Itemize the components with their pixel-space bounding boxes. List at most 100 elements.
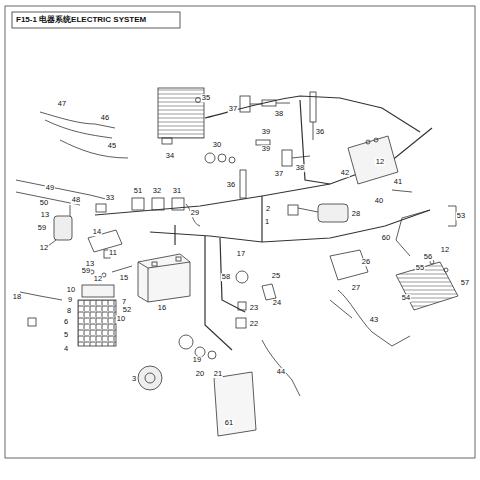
callout-number: 53: [456, 212, 466, 220]
callout-number: 39: [261, 128, 271, 136]
callout-number: 51: [133, 187, 143, 195]
starter-relay: [48, 216, 72, 246]
callout-number: 31: [172, 187, 182, 195]
callout-number: 38: [274, 110, 284, 118]
callout-number: 36: [226, 181, 236, 189]
handlebar-switch: [288, 204, 348, 222]
callout-number: 9: [67, 296, 73, 304]
sensor: [262, 284, 276, 300]
callout-number: 12: [93, 275, 103, 283]
callout-number: 4: [63, 345, 69, 353]
callout-number: 11: [108, 249, 118, 257]
callout-number: 20: [195, 370, 205, 378]
callout-number: 46: [100, 114, 110, 122]
callout-number: 12: [39, 244, 49, 252]
callout-number: 45: [107, 142, 117, 150]
battery: [138, 254, 190, 302]
callout-number: 43: [369, 316, 379, 324]
callout-number: 36: [315, 128, 325, 136]
callout-number: 8: [66, 307, 72, 315]
callout-number: 3: [131, 375, 137, 383]
screw: [196, 98, 201, 103]
callout-number: 27: [351, 284, 361, 292]
callout-number: 50: [39, 199, 49, 207]
callout-number: 37: [228, 105, 238, 113]
wire: [392, 190, 412, 192]
callout-number: 21: [213, 370, 223, 378]
callout-number: 13: [40, 211, 50, 219]
callout-number: 39: [261, 145, 271, 153]
callout-number: 34: [165, 152, 175, 160]
ignition-coils: [240, 92, 316, 198]
callout-number: 42: [340, 169, 350, 177]
callout-number: 25: [271, 272, 281, 280]
callout-number: 17: [236, 250, 246, 258]
callout-number: 14: [92, 228, 102, 236]
callout-number: 22: [249, 320, 259, 328]
callout-number: 2: [265, 205, 271, 213]
wire: [20, 292, 62, 300]
frame: [5, 6, 475, 458]
callout-number: 12: [375, 158, 385, 166]
callout-number: 29: [190, 209, 200, 217]
callout-number: 10: [116, 315, 126, 323]
callout-number: 49: [45, 184, 55, 192]
relays: [96, 198, 200, 226]
callout-number: 24: [272, 299, 282, 307]
cdi-unit: [348, 136, 398, 184]
callout-number: 23: [249, 304, 259, 312]
callout-number: 38: [295, 164, 305, 172]
callout-number: 54: [401, 294, 411, 302]
holder: [214, 372, 256, 436]
callout-number: 15: [119, 274, 129, 282]
harness: [338, 290, 410, 346]
harness: [330, 300, 352, 318]
callout-number: 48: [71, 196, 81, 204]
callout-number: 35: [201, 94, 211, 102]
callout-number: 55: [415, 264, 425, 272]
connector: [238, 302, 246, 310]
callout-number: 26: [361, 258, 371, 266]
callout-number: 32: [152, 187, 162, 195]
callout-number: 59: [81, 267, 91, 275]
horn: [138, 366, 162, 390]
callout-number: 58: [221, 273, 231, 281]
wire: [396, 210, 430, 256]
title-box: [12, 12, 180, 28]
callout-number: 28: [351, 210, 361, 218]
regulator: [158, 88, 204, 138]
clamp: [448, 206, 456, 226]
flasher-relay: [236, 271, 248, 283]
ecu: [396, 260, 458, 310]
callout-number: 6: [63, 318, 69, 326]
callout-number: 41: [393, 178, 403, 186]
regulator-plug: [162, 138, 172, 144]
diagram-title: F15-1 电器系统ELECTRIC SYSTEM: [16, 16, 146, 24]
callout-number: 57: [460, 279, 470, 287]
callout-number: 44: [276, 368, 286, 376]
callout-number: 19: [192, 356, 202, 364]
callout-number: 18: [12, 293, 22, 301]
wire-set: [16, 112, 128, 222]
callout-number: 12: [440, 246, 450, 254]
callout-number: 47: [57, 100, 67, 108]
callout-number: 40: [374, 197, 384, 205]
callout-number: 33: [105, 194, 115, 202]
callout-number: 52: [122, 306, 132, 314]
sensor-set: [205, 153, 235, 163]
callout-number: 5: [63, 331, 69, 339]
clip: [28, 318, 36, 326]
main-harness: [95, 96, 432, 350]
callout-number: 59: [37, 224, 47, 232]
callout-number: 7: [121, 298, 127, 306]
callout-number: 56: [423, 253, 433, 261]
callout-number: 61: [224, 419, 234, 427]
callout-number: 60: [381, 234, 391, 242]
callout-number: 10: [66, 286, 76, 294]
callout-number: 1: [264, 218, 270, 226]
fuse-box: [78, 285, 116, 346]
callout-number: 16: [157, 304, 167, 312]
callout-number: 37: [274, 170, 284, 178]
